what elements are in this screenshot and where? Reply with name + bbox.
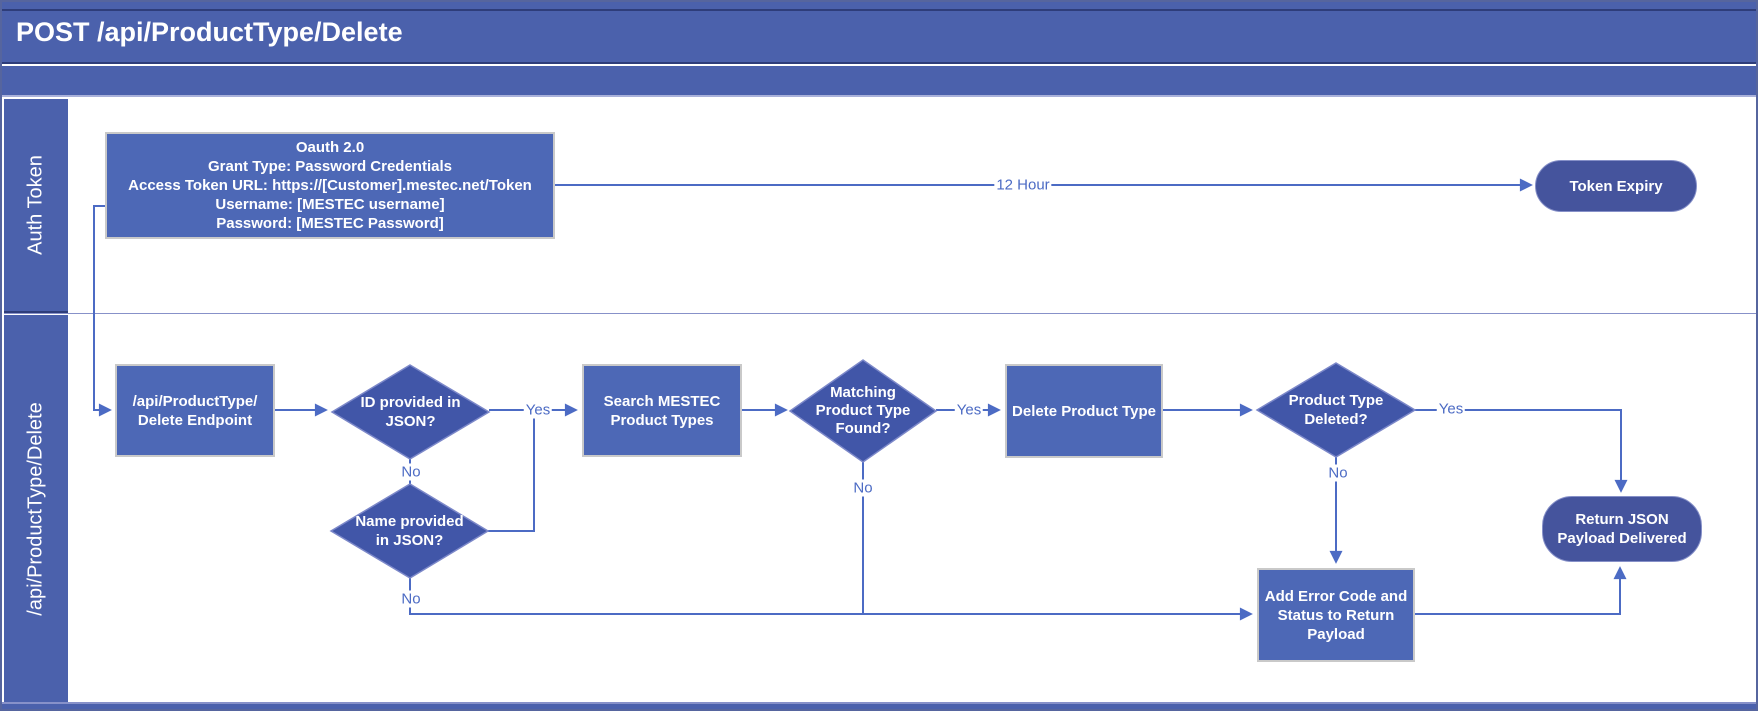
connector-error-to-return <box>1415 566 1627 615</box>
oauth-details-box: Oauth 2.0 Grant Type: Password Credentia… <box>105 132 555 239</box>
search-product-types-box: Search MESTEC Product Types <box>582 364 742 457</box>
label-yes-deleted: Yes <box>1436 400 1466 418</box>
id-decision-text: ID provided in JSON? <box>360 394 461 430</box>
lane-label-auth-token: Auth Token <box>4 99 68 313</box>
page-title: POST /api/ProductType/Delete <box>16 16 403 47</box>
lane-label-api-producttype-delete: /api/ProductType/Delete <box>4 315 68 703</box>
sub-header-bar <box>2 66 1756 97</box>
label-yes-matching: Yes <box>954 401 984 419</box>
connector-name-no-to-error <box>409 578 1253 621</box>
lane-auth-token-text: Auth Token <box>24 155 47 255</box>
error-code-box: Add Error Code and Status to Return Payl… <box>1257 568 1415 662</box>
label-yes-id: Yes <box>523 401 553 419</box>
bottom-strip <box>2 704 1756 709</box>
label-12-hour: 12 Hour <box>994 176 1052 194</box>
lane-divider <box>4 313 1756 314</box>
title-top-divider <box>2 9 1756 11</box>
deleted-decision-text: Product Type Deleted? <box>1288 392 1384 428</box>
name-decision-text: Name provided in JSON? <box>355 513 464 549</box>
label-no-deleted: No <box>1326 464 1350 482</box>
lane-api-delete-text: /api/ProductType/Delete <box>24 402 47 616</box>
connector-name-to-yes-path <box>488 411 535 532</box>
matching-decision-text: Matching Product Type Found? <box>815 384 911 437</box>
title-bar: POST /api/ProductType/Delete <box>2 2 1756 64</box>
delete-product-type-box: Delete Product Type <box>1005 364 1163 458</box>
label-no-id: No <box>399 463 423 481</box>
label-no-name: No <box>399 590 423 608</box>
label-no-matching: No <box>851 479 875 497</box>
return-json-pill: Return JSON Payload Delivered <box>1542 496 1702 562</box>
endpoint-box: /api/ProductType/ Delete Endpoint <box>115 364 275 457</box>
connector-deleted-yes-to-return <box>1415 409 1628 493</box>
bottom-line <box>2 702 1756 704</box>
token-expiry-pill: Token Expiry <box>1535 160 1697 212</box>
